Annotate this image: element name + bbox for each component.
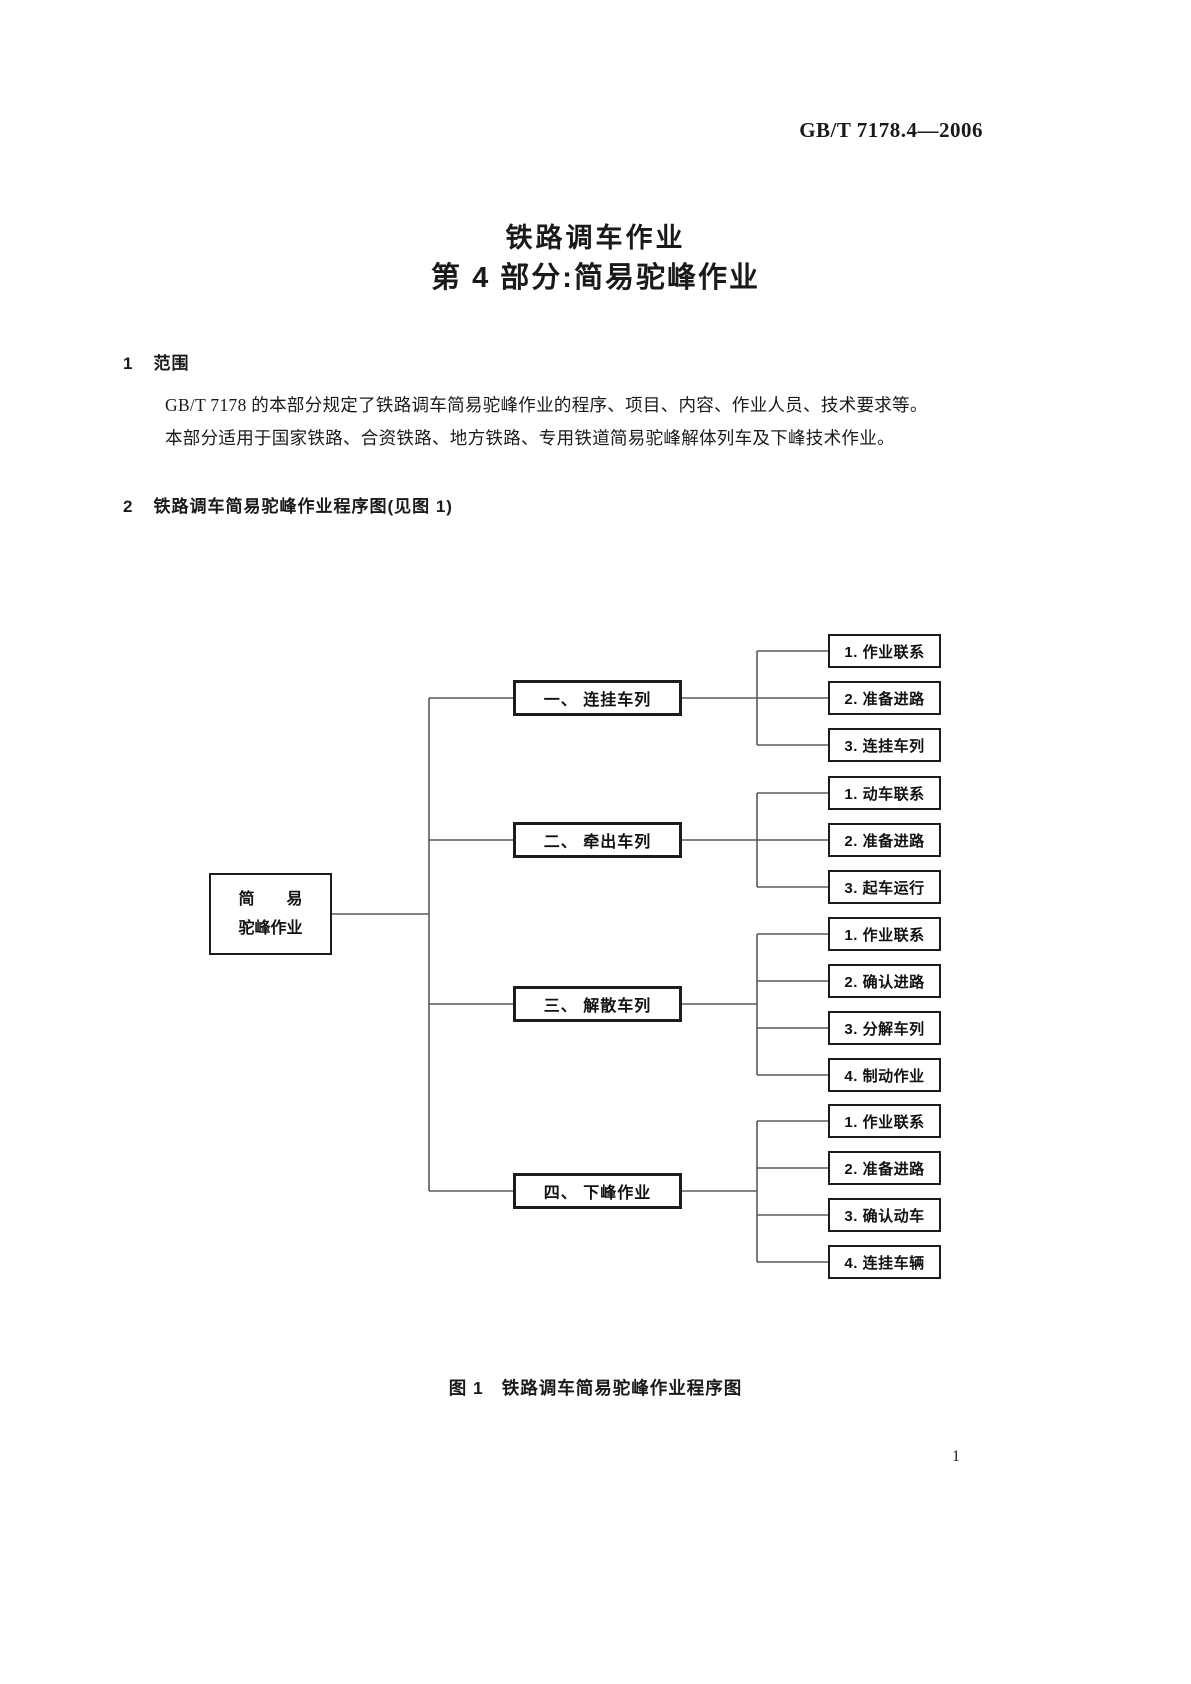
step-node-4-2: 2. 准备进路 xyxy=(828,1151,941,1185)
section-2-title: 铁路调车简易驼峰作业程序图(见图 1) xyxy=(153,497,453,516)
root-node-line-2: 驼峰作业 xyxy=(238,920,303,937)
flowchart-root-node: 简 易 驼峰作业 xyxy=(209,873,332,955)
step-node-2-3: 3. 起车运行 xyxy=(828,870,941,904)
section-1-title: 范围 xyxy=(153,354,190,373)
step-node-3-1: 1. 作业联系 xyxy=(828,917,941,951)
step-node-1-1: 1. 作业联系 xyxy=(828,634,941,668)
section-1-paragraph-line-2: 本部分适用于国家铁路、合资铁路、地方铁路、专用铁道简易驼峰解体列车及下峰技术作业… xyxy=(165,428,895,448)
doc-subtitle: 第 4 部分:简易驼峰作业 xyxy=(431,262,760,294)
page-number: 1 xyxy=(952,1448,960,1465)
step-node-1-3: 3. 连挂车列 xyxy=(828,728,941,762)
section-1-heading: 1 范围 xyxy=(123,349,189,374)
section-1-number: 1 xyxy=(123,354,133,373)
step-node-2-1: 1. 动车联系 xyxy=(828,776,941,810)
branch-node-4: 四、 下峰作业 xyxy=(513,1173,682,1209)
step-node-3-2: 2. 确认进路 xyxy=(828,964,941,998)
section-1-paragraph-line-1: GB/T 7178 的本部分规定了铁路调车简易驼峰作业的程序、项目、内容、作业人… xyxy=(165,395,928,415)
figure-caption-number: 图 1 xyxy=(448,1378,484,1398)
branch-node-2: 二、 牵出车列 xyxy=(513,822,682,858)
doc-title: 铁路调车作业 xyxy=(505,223,686,253)
step-node-4-3: 3. 确认动车 xyxy=(828,1198,941,1232)
branch-node-1: 一、 连挂车列 xyxy=(513,680,682,716)
section-2-number: 2 xyxy=(123,497,133,516)
step-node-3-3: 3. 分解车列 xyxy=(828,1011,941,1045)
step-node-4-1: 1. 作业联系 xyxy=(828,1104,941,1138)
root-node-line-1: 简 易 xyxy=(238,891,303,908)
step-node-3-4: 4. 制动作业 xyxy=(828,1058,941,1092)
figure-caption: 图 1 铁路调车简易驼峰作业程序图 xyxy=(0,1375,1191,1400)
figure-caption-text: 铁路调车简易驼峰作业程序图 xyxy=(501,1378,743,1398)
section-2-heading: 2 铁路调车简易驼峰作业程序图(见图 1) xyxy=(123,492,453,517)
step-node-1-2: 2. 准备进路 xyxy=(828,681,941,715)
step-node-2-2: 2. 准备进路 xyxy=(828,823,941,857)
branch-node-3: 三、 解散车列 xyxy=(513,986,682,1022)
step-node-4-4: 4. 连挂车辆 xyxy=(828,1245,941,1279)
standard-number: GB/T 7178.4—2006 xyxy=(799,118,983,142)
